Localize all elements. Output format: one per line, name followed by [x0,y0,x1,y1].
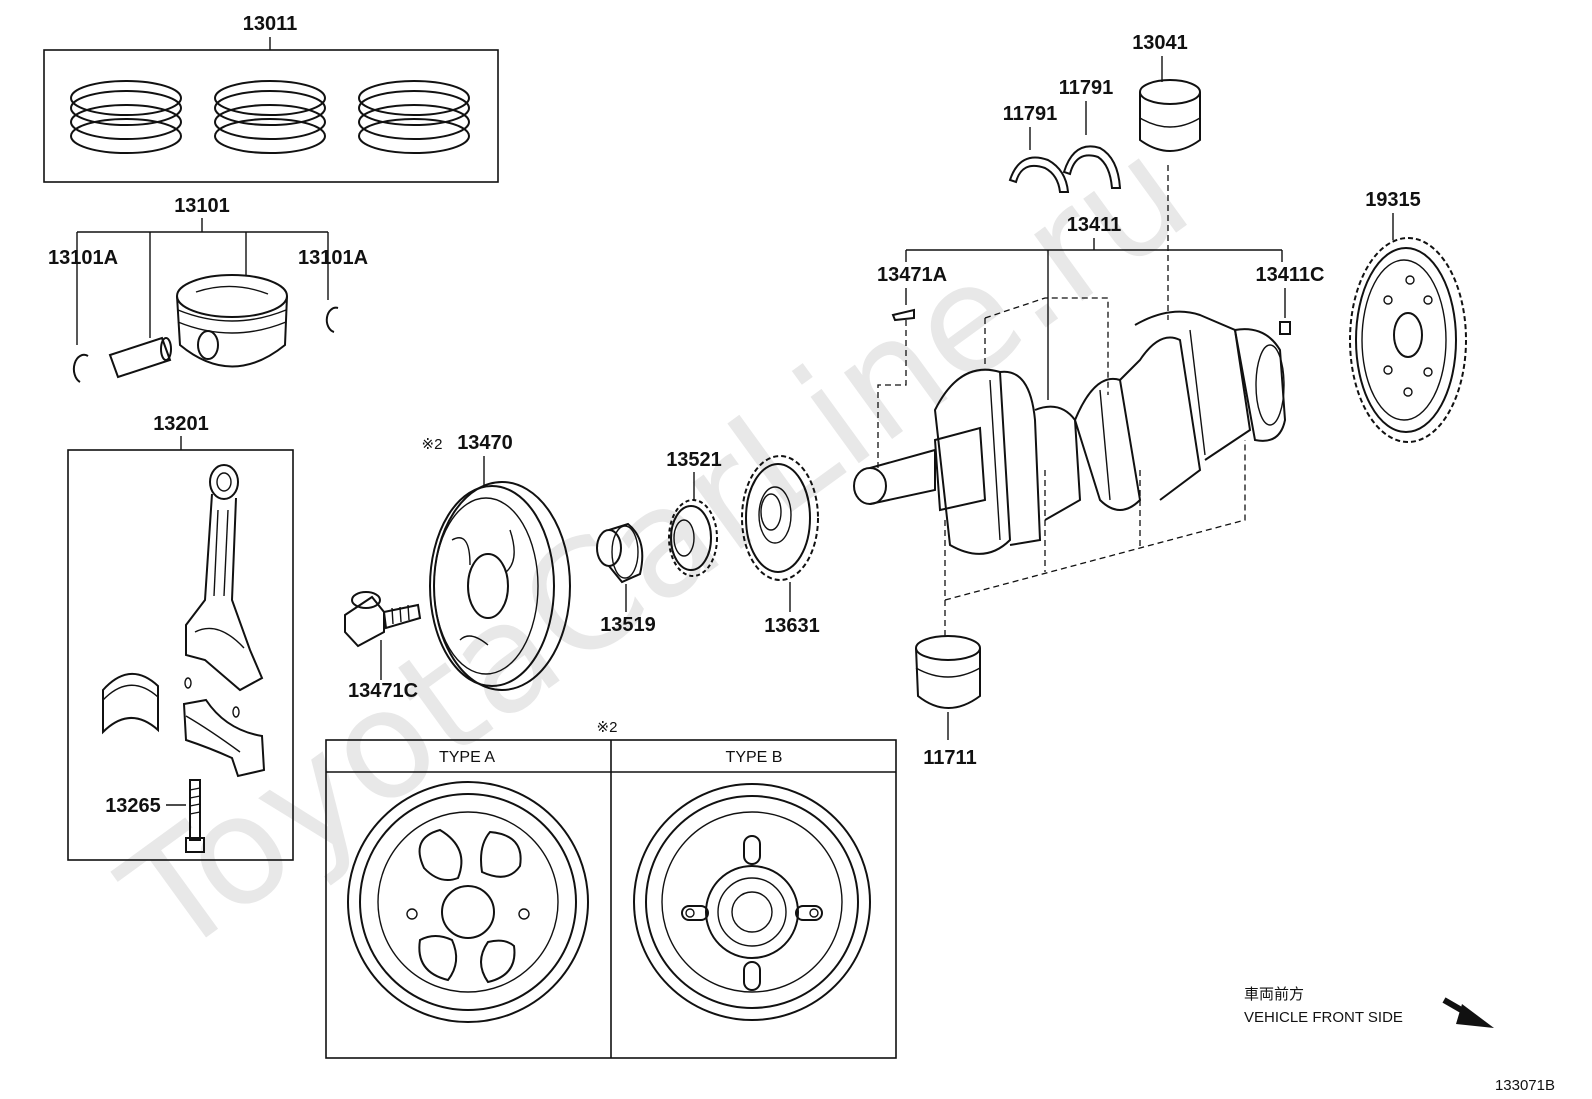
crankshaft-pulley: ※2 13470 [422,432,571,691]
label-13470: 13470 [457,432,513,454]
pulley-bolt: 13471C [344,591,422,702]
label-13201: 13201 [153,413,209,435]
ring-group-3 [358,80,470,154]
type-a-heading: TYPE A [439,749,495,766]
pulley-variants-table: ※2 TYPE A TYPE B [325,719,897,1059]
label-13470-mark: ※2 [422,436,443,453]
type-b-heading: TYPE B [726,749,783,766]
crank-spacer: 13519 [596,522,656,636]
label-13519: 13519 [600,614,656,636]
label-11791-left: 11791 [1003,103,1058,125]
rod-cap [182,698,266,778]
piston-ring-set: 13011 [43,13,499,183]
label-13041: 13041 [1132,32,1188,54]
piston-body [176,274,288,368]
crank-key [891,308,915,322]
crankshaft [853,310,1287,555]
rod-bolt [185,779,205,853]
rod-bearing [102,672,159,735]
ring-group-1 [70,80,182,154]
crankshaft-assembly: 13411 13471A 13411C [853,165,1325,640]
label-13411: 13411 [1067,214,1122,236]
piston-pin [108,336,172,379]
label-13265: 13265 [105,795,161,817]
vehicle-front-jp: 車両前方 [1244,986,1304,1003]
type-a-pulley [347,781,589,1023]
label-11791-right: 11791 [1059,77,1114,99]
label-13471a: 13471A [877,264,947,286]
label-13101a-left: 13101A [48,247,118,269]
diagram-id: 133071B [1495,1077,1555,1094]
crank-gear: 13631 [741,455,820,637]
variants-mark: ※2 [597,719,618,736]
label-13411c: 13411C [1256,264,1325,286]
main-bearing-upper: 13041 [1132,32,1201,152]
crank-sprocket: 13521 [666,449,722,577]
connecting-rod-assembly: 13201 13265 [67,413,294,861]
piston-assembly: 13101 13101A 13101A [48,195,368,383]
label-19315: 19315 [1365,189,1421,211]
snap-ring-left [72,353,89,383]
thrust-washers: 11791 11791 [1003,77,1122,193]
timing-rotor: 19315 [1349,189,1467,443]
ring-group-2 [214,80,326,154]
connecting-rod [185,464,264,692]
snap-ring-right [325,306,339,333]
main-bearing-lower: 11711 [915,635,981,769]
vehicle-front-en: VEHICLE FRONT SIDE [1244,1009,1403,1026]
label-13101: 13101 [174,195,230,217]
crank-pin-dowel [1279,321,1291,335]
label-13471c: 13471C [348,680,418,702]
label-13101a-right: 13101A [298,247,368,269]
label-11711: 11711 [923,747,976,769]
vehicle-front-indicator: 車両前方 VEHICLE FRONT SIDE [1244,986,1494,1028]
label-13631: 13631 [764,615,820,637]
type-b-pulley [633,783,871,1021]
label-13011: 13011 [243,13,298,35]
front-arrow-icon [1442,997,1494,1028]
label-13521: 13521 [666,449,722,471]
